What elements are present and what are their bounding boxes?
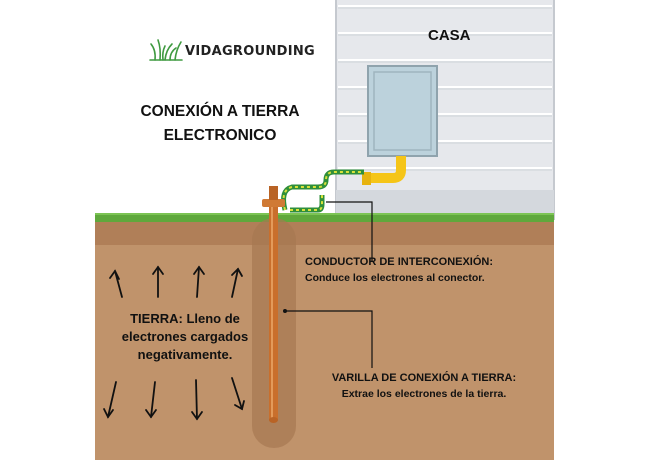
ground-rod: [262, 186, 285, 423]
soil-line-1: TIERRA: Lleno de: [130, 311, 240, 326]
conduit-clamp: [362, 172, 371, 185]
grass-icon: [149, 39, 183, 61]
title-line-1: CONEXIÓN A TIERRA: [140, 103, 300, 120]
rod-description: Extrae los electrones de la tierra.: [341, 388, 507, 400]
page-title: CONEXIÓN A TIERRA ELECTRONICO: [110, 100, 330, 148]
rod-title: VARILLA DE CONEXIÓN A TIERRA:: [331, 372, 517, 384]
conductor-callout-line: [326, 201, 373, 262]
electron-arrows-down: [103, 377, 245, 421]
conductor-callout: CONDUCTOR DE INTERCONEXIÓN: Conduce los …: [305, 256, 493, 284]
soil-background: [95, 220, 554, 460]
soil-line-3: negativamente.: [137, 347, 233, 362]
grass-strip: [95, 213, 554, 222]
electron-arrows-up: [109, 265, 243, 298]
house-label: CASA: [428, 27, 471, 44]
bonding-wire: [281, 169, 364, 213]
yellow-conduit: [370, 156, 406, 183]
soil-line-2: electrones cargados: [121, 329, 249, 344]
rod-callout-line: [285, 310, 373, 368]
conductor-title: CONDUCTOR DE INTERCONEXIÓN:: [305, 256, 494, 268]
brand-name: VIDAGROUNDING: [185, 44, 315, 59]
conductor-description: Conduce los electrones al conector.: [305, 272, 485, 284]
title-line-2: ELECTRONICO: [163, 127, 277, 144]
rod-callout: VARILLA DE CONEXIÓN A TIERRA: Extrae los…: [304, 372, 544, 400]
soil-label: TIERRA: Lleno de electrones cargados neg…: [95, 310, 275, 364]
electric-panel: [367, 65, 438, 157]
